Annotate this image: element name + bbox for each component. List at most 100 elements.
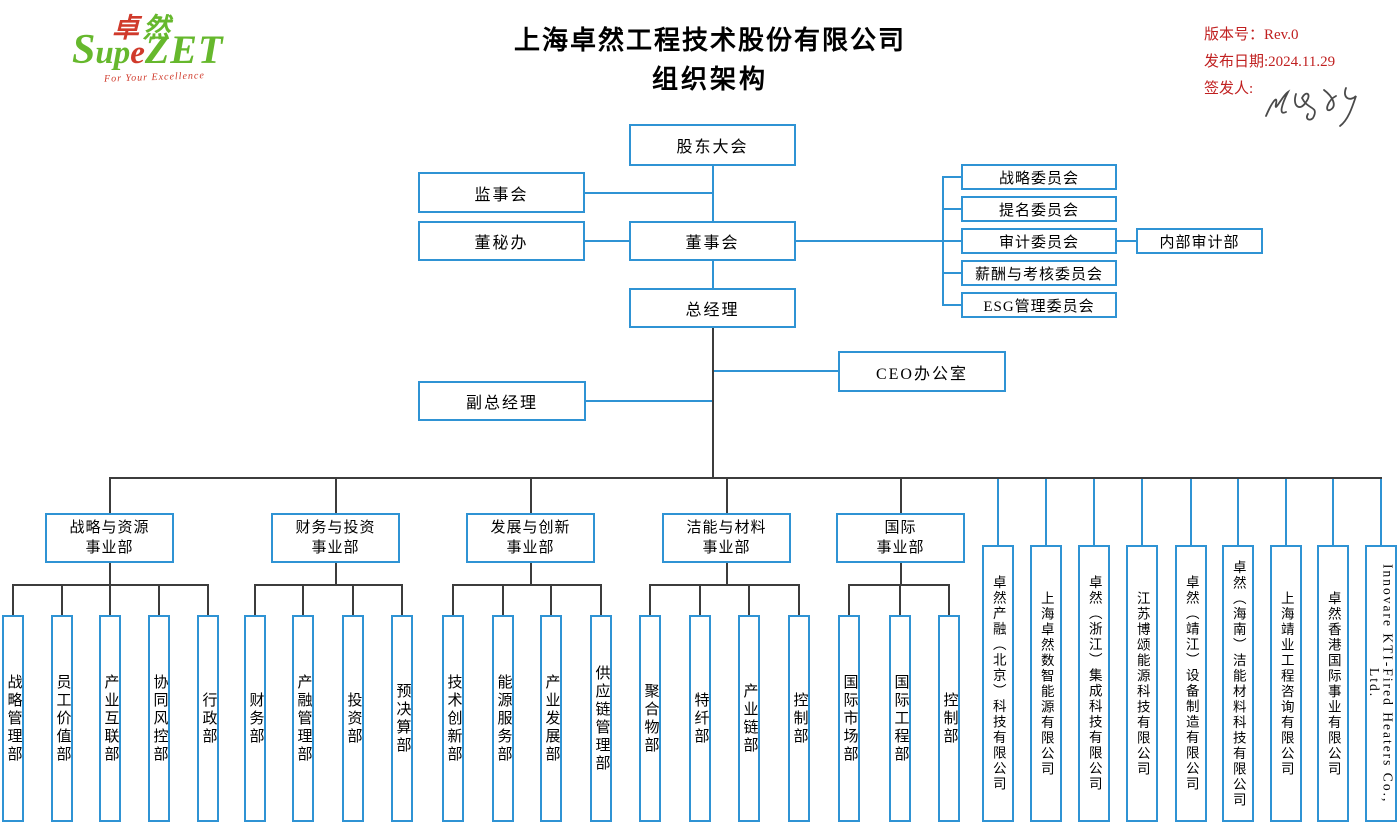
connector-line	[1141, 477, 1143, 545]
division-name-line1: 洁能与材料	[686, 520, 767, 536]
division-name-line1: 发展与创新	[490, 520, 571, 536]
node-deputy-general-manager: 副总经理	[418, 381, 586, 421]
logo-zh-char-1: 卓	[112, 13, 143, 43]
connector-line	[748, 584, 750, 615]
connector-line	[109, 563, 111, 585]
subsidiary-label: 上海卓然数智能源有限公司	[1038, 590, 1054, 777]
connector-line	[1332, 477, 1334, 545]
connector-line	[900, 563, 902, 585]
subsidiary-label: Innovare KTI-Fired Heaters Co., Ltd.	[1367, 563, 1396, 804]
connector-line	[726, 477, 728, 513]
company-logo: 卓然 SupeZET For Your Excellence	[72, 4, 272, 94]
connector-line	[942, 176, 961, 178]
department-box-2-3: 供应链管理部	[590, 615, 612, 822]
connector-line	[899, 584, 901, 615]
logo-zh-char-2: 然	[143, 13, 174, 43]
node-board-of-directors: 董事会	[629, 221, 796, 261]
department-label: 财务部	[247, 691, 264, 746]
connector-line	[712, 328, 714, 479]
division-name-line2: 事业部	[506, 540, 555, 556]
connector-line	[649, 584, 800, 586]
node-internal-audit-dept: 内部审计部	[1136, 228, 1263, 254]
committee-box-4: ESG管理委员会	[961, 292, 1117, 318]
node-ceo-office: CEO办公室	[838, 351, 1006, 392]
node-general-manager: 总经理	[629, 288, 796, 328]
release-date-label: 发布日期:2024.11.29	[1204, 54, 1336, 70]
subsidiary-label: 上海靖业工程咨询有限公司	[1278, 590, 1294, 777]
node-label: 副总经理	[465, 395, 538, 412]
logo-letters-up: up	[95, 35, 131, 71]
department-label: 控制部	[941, 691, 958, 746]
connector-line	[848, 584, 850, 615]
division-name-line2: 事业部	[85, 540, 134, 556]
division-name-line1: 国际	[884, 520, 917, 536]
division-box-2: 发展与创新事业部	[466, 513, 595, 563]
department-box-3-0: 聚合物部	[639, 615, 661, 822]
connector-line	[997, 477, 999, 545]
department-box-2-2: 产业发展部	[540, 615, 562, 822]
connector-line	[335, 563, 337, 585]
division-name-line2: 事业部	[311, 540, 360, 556]
subsidiary-box-0: 卓然产融（北京）科技有限公司	[982, 545, 1014, 822]
connector-line	[530, 477, 532, 513]
node-label: 董事会	[685, 235, 740, 252]
connector-line	[900, 477, 902, 513]
connector-line	[1093, 477, 1095, 545]
connector-line	[352, 584, 354, 615]
connector-line	[585, 192, 713, 194]
connector-line	[1190, 477, 1192, 545]
connector-line	[942, 208, 961, 210]
connector-line	[942, 240, 961, 242]
department-label: 投资部	[345, 691, 362, 746]
logo-chinese-characters: 卓然	[112, 6, 174, 45]
node-label: 董秘办	[474, 235, 529, 252]
department-label: 国际工程部	[892, 673, 909, 764]
connector-line	[109, 477, 111, 513]
subsidiary-box-6: 上海靖业工程咨询有限公司	[1270, 545, 1302, 822]
subsidiary-label: 卓然（浙江）集成科技有限公司	[1086, 575, 1102, 792]
department-box-1-3: 预决算部	[391, 615, 413, 822]
node-label: CEO办公室	[875, 365, 968, 383]
connector-line	[109, 584, 111, 615]
node-label: 股东大会	[676, 139, 749, 156]
connector-line	[12, 584, 14, 615]
connector-line	[158, 584, 160, 615]
connector-line	[586, 400, 713, 402]
connector-line	[649, 584, 651, 615]
department-box-2-1: 能源服务部	[492, 615, 514, 822]
department-label: 产业发展部	[543, 673, 560, 764]
department-box-3-1: 特纤部	[689, 615, 711, 822]
subsidiary-box-4: 卓然（靖江）设备制造有限公司	[1175, 545, 1207, 822]
subsidiary-box-3: 江苏博颂能源科技有限公司	[1126, 545, 1158, 822]
version-label: 版本号：Rev.0	[1204, 27, 1299, 43]
department-box-0-1: 员工价值部	[51, 615, 73, 822]
department-box-0-2: 产业互联部	[99, 615, 121, 822]
node-supervisory-board: 监事会	[418, 172, 585, 213]
department-box-4-0: 国际市场部	[838, 615, 860, 822]
division-name-line1: 财务与投资	[295, 520, 376, 536]
department-label: 员工价值部	[54, 673, 71, 764]
connector-line	[401, 584, 403, 615]
connector-line	[530, 563, 532, 585]
committee-box-0: 战略委员会	[961, 164, 1117, 190]
connector-line	[712, 166, 714, 221]
committee-label: 提名委员会	[998, 202, 1079, 219]
document-meta: 版本号：Rev.0 发布日期:2024.11.29 签发人:	[1204, 22, 1399, 103]
node-label: 内部审计部	[1159, 234, 1240, 251]
connector-line	[726, 563, 728, 585]
department-box-4-2: 控制部	[938, 615, 960, 822]
department-box-1-2: 投资部	[342, 615, 364, 822]
department-box-1-1: 产融管理部	[292, 615, 314, 822]
connector-line	[254, 584, 256, 615]
department-box-0-0: 战略管理部	[2, 615, 24, 822]
committee-box-3: 薪酬与考核委员会	[961, 260, 1117, 286]
department-box-0-4: 行政部	[197, 615, 219, 822]
committee-label: 审计委员会	[998, 234, 1079, 251]
department-label: 技术创新部	[445, 673, 462, 764]
page-title: 上海卓然工程技术股份有限公司 组织架构	[400, 22, 1020, 100]
subsidiary-label: 江苏博颂能源科技有限公司	[1134, 590, 1150, 777]
subsidiary-box-1: 上海卓然数智能源有限公司	[1030, 545, 1062, 822]
committee-box-2: 审计委员会	[961, 228, 1117, 254]
connector-line	[712, 261, 714, 288]
